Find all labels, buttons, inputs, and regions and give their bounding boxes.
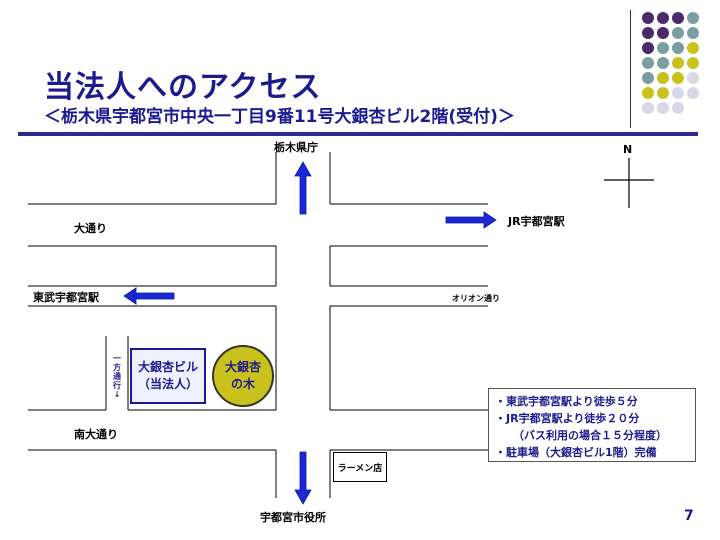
label-jr-station: JR宇都宮駅 bbox=[508, 215, 565, 228]
decorative-dot bbox=[687, 42, 699, 54]
compass bbox=[604, 158, 654, 208]
info-item: ・東武宇都宮駅より徒歩５分 bbox=[495, 395, 638, 408]
decorative-dot bbox=[672, 12, 684, 24]
header-vertical-rule bbox=[630, 10, 631, 128]
label-odori: 大通り bbox=[74, 222, 107, 235]
decorative-dot bbox=[687, 72, 699, 84]
decorative-dot bbox=[642, 12, 654, 24]
label-city-hall: 宇都宮市役所 bbox=[260, 511, 326, 524]
decorative-dot bbox=[672, 72, 684, 84]
decorative-dot bbox=[657, 42, 669, 54]
info-item: ・JR宇都宮駅より徒歩２０分 bbox=[495, 412, 640, 425]
arrow-up-icon bbox=[294, 161, 312, 215]
decorative-dot bbox=[642, 72, 654, 84]
decorative-dot bbox=[672, 87, 684, 99]
arrow-right-icon bbox=[445, 211, 497, 229]
label-minami-odori: 南大通り bbox=[74, 428, 118, 441]
decorative-dot bbox=[672, 42, 684, 54]
label-tochigi-pref: 栃木県庁 bbox=[274, 141, 318, 154]
page-number: 7 bbox=[684, 508, 694, 524]
decorative-dot bbox=[672, 102, 684, 114]
decorative-dot bbox=[657, 57, 669, 69]
north-label: N bbox=[623, 143, 633, 156]
page-title: 当法人へのアクセス bbox=[44, 70, 322, 105]
decorative-dot bbox=[687, 57, 699, 69]
decorative-dot bbox=[657, 102, 669, 114]
decorative-dot bbox=[642, 87, 654, 99]
one-way-label: 一方通行↓ bbox=[113, 354, 121, 399]
decorative-dot bbox=[687, 87, 699, 99]
arrow-left-icon bbox=[123, 287, 175, 305]
header-rule bbox=[18, 132, 698, 136]
address-subtitle: ＜栃木県宇都宮市中央一丁目9番11号大銀杏ビル2階(受付)＞ bbox=[44, 107, 515, 127]
ginkgo-tree: 大銀杏 の木 bbox=[212, 345, 274, 407]
decorative-dot bbox=[672, 27, 684, 39]
building-daiicho: 大銀杏ビル （当法人） bbox=[130, 348, 206, 404]
label-orion-street: オリオン通り bbox=[452, 294, 500, 303]
decorative-dot bbox=[642, 57, 654, 69]
decorative-dot bbox=[657, 12, 669, 24]
arrow-down-icon bbox=[294, 451, 312, 505]
direction-arrows bbox=[123, 161, 497, 505]
ramen-shop: ラーメン店 bbox=[333, 452, 387, 482]
decorative-dot bbox=[642, 42, 654, 54]
decorative-dot bbox=[642, 102, 654, 114]
label-tobu-station: 東武宇都宮駅 bbox=[33, 291, 99, 304]
decorative-dot bbox=[687, 27, 699, 39]
info-item: （バス利用の場合１５分程度） bbox=[513, 429, 667, 442]
decorative-dot bbox=[657, 27, 669, 39]
building-name: 大銀杏ビル bbox=[137, 360, 198, 374]
road-outlines bbox=[28, 152, 488, 498]
building-note: （当法人） bbox=[137, 377, 198, 391]
decorative-dot bbox=[672, 57, 684, 69]
tree-name-line2: の木 bbox=[230, 377, 255, 391]
decorative-dot bbox=[657, 72, 669, 84]
decorative-dot bbox=[657, 87, 669, 99]
info-item: ・駐車場（大銀杏ビル1階）完備 bbox=[495, 446, 657, 459]
decorative-dot bbox=[687, 12, 699, 24]
tree-name-line1: 大銀杏 bbox=[224, 360, 261, 374]
access-info-box: ・東武宇都宮駅より徒歩５分 ・JR宇都宮駅より徒歩２０分 （バス利用の場合１５分… bbox=[488, 388, 696, 462]
decorative-dot bbox=[642, 27, 654, 39]
